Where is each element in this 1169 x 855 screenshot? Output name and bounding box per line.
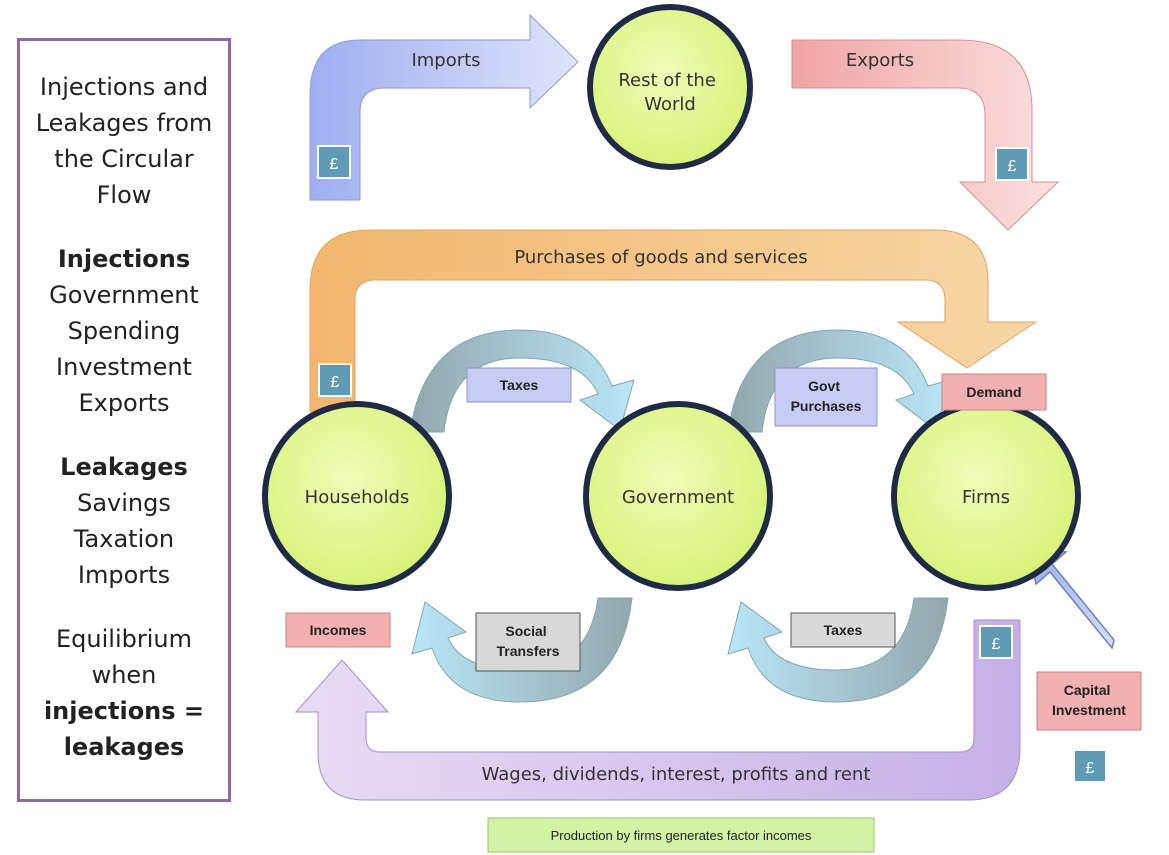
taxes-top-box: Taxes <box>466 367 572 403</box>
svg-text:Taxes: Taxes <box>500 377 539 393</box>
pound-icon: £ <box>1073 749 1107 783</box>
injections-heading: Injections <box>57 245 191 273</box>
firms-label: Firms <box>962 487 1010 508</box>
footer-label: Production by firms generates factor inc… <box>551 828 812 843</box>
svg-text:Demand: Demand <box>966 384 1021 400</box>
wages-arrow: Wages, dividends, interest, profits and … <box>294 619 1021 801</box>
capital-investment-line1: Capital <box>1064 682 1111 698</box>
svg-text:£: £ <box>330 156 339 173</box>
legend-title-line4: Flow <box>96 181 152 209</box>
taxes-bottom-box: Taxes <box>790 612 896 648</box>
svg-text:£: £ <box>992 636 1001 653</box>
rest-of-world-label-line1: Rest of the <box>618 70 716 91</box>
svg-text:Capital Investment: Capital Investment <box>1052 682 1126 718</box>
pound-icon: £ <box>318 363 352 397</box>
demand-box: Demand <box>941 373 1047 411</box>
firms-node: Firms <box>891 401 1081 591</box>
injections-item: Spending <box>67 317 181 345</box>
svg-text:Incomes: Incomes <box>310 622 367 638</box>
leakages-heading: Leakages <box>60 453 188 481</box>
social-transfers-box: Social Transfers <box>475 612 581 672</box>
wages-label: Wages, dividends, interest, profits and … <box>482 764 871 785</box>
equilibrium-bold-line: injections = <box>43 697 205 725</box>
svg-text:Social Transfers: Social Transfers <box>496 623 559 659</box>
svg-text:Taxes: Taxes <box>824 622 863 638</box>
imports-arrow: Imports <box>309 13 579 201</box>
equilibrium-line: when <box>91 661 157 689</box>
injections-item: Exports <box>78 389 170 417</box>
taxes-bottom-curved-arrow <box>727 597 949 703</box>
svg-text:Rest of the World: Rest of the World <box>618 70 721 115</box>
capital-investment-box: Capital Investment <box>1036 671 1142 731</box>
leakages-item: Imports <box>77 561 171 589</box>
incomes-box: Incomes <box>285 612 391 648</box>
purchases-arrow: Purchases of goods and services <box>309 229 1038 413</box>
govt-purchases-line2: Purchases <box>791 398 862 414</box>
exports-label: Exports <box>846 50 914 71</box>
svg-text:£: £ <box>331 374 340 391</box>
rest-of-world-node: Rest of the World <box>587 4 753 170</box>
equilibrium-bold-line: leakages <box>63 733 185 761</box>
social-transfers-line1: Social <box>505 623 546 639</box>
pound-icon: £ <box>995 147 1029 181</box>
leakages-item: Savings <box>77 489 171 517</box>
footer-box: Production by firms generates factor inc… <box>487 817 875 853</box>
imports-label: Imports <box>411 50 480 71</box>
svg-text:£: £ <box>1008 158 1017 175</box>
rest-of-world-label-line2: World <box>644 94 696 115</box>
government-node: Government <box>583 401 773 591</box>
svg-text:£: £ <box>1086 760 1095 777</box>
legend-title-line1: Injections and <box>39 73 209 101</box>
social-transfers-line2: Transfers <box>496 643 559 659</box>
purchases-label: Purchases of goods and services <box>514 247 807 268</box>
leakages-item: Taxation <box>73 525 175 553</box>
exports-arrow: Exports <box>791 39 1060 231</box>
govt-purchases-line1: Govt <box>808 378 840 394</box>
injections-item: Government <box>49 281 199 309</box>
govt-purchases-box: Govt Purchases <box>774 367 878 427</box>
svg-text:Govt Purchases: Govt Purchases <box>791 378 862 414</box>
pound-icon: £ <box>317 145 351 179</box>
taxes-top-curved-arrow <box>409 329 635 433</box>
equilibrium-line: Equilibrium <box>56 625 192 653</box>
households-label: Households <box>305 487 410 508</box>
government-label: Government <box>622 487 734 508</box>
pound-icon: £ <box>979 625 1013 659</box>
legend-panel: Injections and Leakages from the Circula… <box>17 38 231 802</box>
legend-title-line2: Leakages from <box>35 109 213 137</box>
capital-investment-line2: Investment <box>1052 702 1126 718</box>
injections-item: Investment <box>56 353 192 381</box>
legend-title-line3: the Circular <box>54 145 194 173</box>
households-node: Households <box>262 401 452 591</box>
